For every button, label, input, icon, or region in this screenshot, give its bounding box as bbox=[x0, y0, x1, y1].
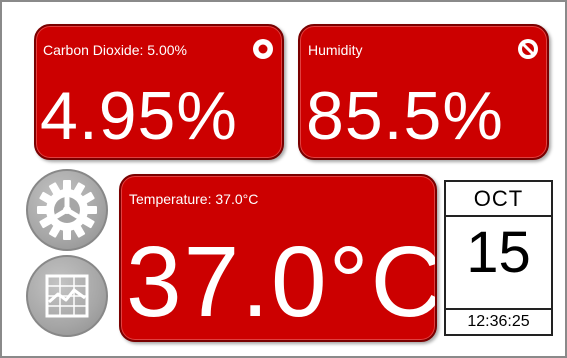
settings-button[interactable] bbox=[26, 169, 108, 251]
clock-time: 12:36:25 bbox=[446, 308, 551, 334]
temperature-setpoint-label: Temperature: 37.0°C bbox=[129, 191, 259, 207]
prohibited-icon bbox=[518, 39, 538, 59]
humidity-label: Humidity bbox=[308, 42, 363, 58]
humidity-value: 85.5% bbox=[306, 78, 504, 154]
co2-card[interactable]: Carbon Dioxide: 5.00% 4.95% bbox=[34, 24, 284, 160]
date-month: OCT bbox=[446, 182, 551, 217]
chart-button[interactable] bbox=[26, 255, 108, 337]
chart-icon bbox=[45, 274, 89, 318]
temperature-value: 37.0°C bbox=[126, 226, 437, 338]
humidity-card[interactable]: Humidity 85.5% bbox=[298, 24, 549, 160]
co2-setpoint-label: Carbon Dioxide: 5.00% bbox=[43, 42, 187, 58]
date-day: 15 bbox=[466, 220, 531, 285]
co2-value: 4.95% bbox=[40, 78, 238, 154]
date-time-panel: OCT 15 12:36:25 bbox=[444, 180, 553, 336]
temperature-card[interactable]: Temperature: 37.0°C 37.0°C bbox=[119, 174, 437, 342]
gear-icon bbox=[37, 180, 97, 240]
record-icon bbox=[253, 39, 273, 59]
